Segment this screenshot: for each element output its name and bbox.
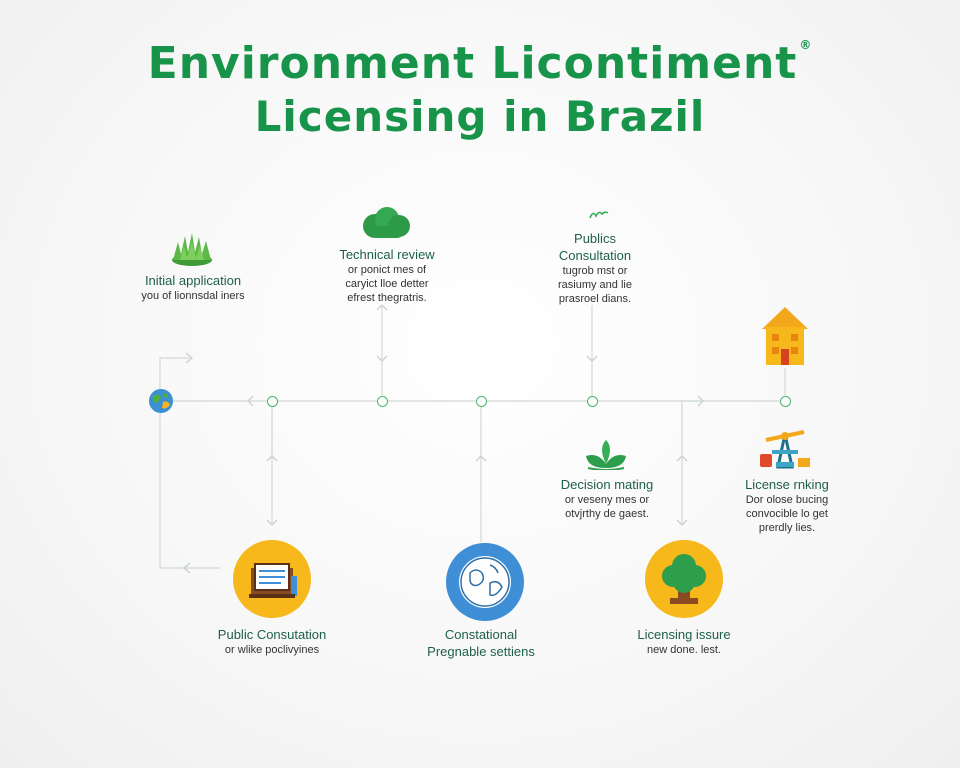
step-title: Public Consutation (217, 627, 327, 642)
title-line-2: Licensing in Brazil (254, 92, 706, 141)
arrow-up-2 (266, 455, 278, 462)
arrow-left-1 (182, 562, 191, 574)
timeline-node (377, 396, 388, 407)
step-technical-review: Technical review or ponict mes of caryic… (317, 246, 457, 305)
step-decision-making: Decision mating or veseny mes or otvjrth… (540, 476, 674, 521)
documents-icon (249, 563, 297, 598)
arrow-right-1 (185, 352, 194, 364)
step-description: efrest thegratris. (347, 292, 427, 304)
step-description: Dor olose bucing (745, 494, 829, 506)
arrow-up-4 (676, 455, 688, 462)
step-title: License rnking (745, 477, 829, 492)
step-constational: Constational Pregnable settiens (400, 626, 562, 660)
step-description: tugrob mst or (562, 265, 628, 277)
step-title: Decision mating (560, 477, 654, 492)
arrow-down-3 (266, 519, 278, 526)
step-description: or ponict mes of (347, 264, 427, 276)
earth-icon (149, 389, 173, 413)
start-branch-up (159, 357, 190, 401)
step-title: Technical review (339, 247, 435, 262)
house-icon (762, 307, 808, 365)
step-description: prerdly lies. (758, 522, 816, 534)
step-description: caryict lloe detter (345, 278, 429, 290)
timeline-node (780, 396, 791, 407)
title-text-1: Environment Licontiment (147, 38, 798, 89)
trademark-mark: ® (799, 38, 813, 52)
step-public-consutation: Public Consutation or wlike poclivyines (192, 626, 352, 657)
step-description: prasroel dians. (558, 293, 632, 305)
arrow-down-4 (676, 519, 688, 526)
arrow-down-1 (376, 355, 388, 362)
timeline-node (587, 396, 598, 407)
step-license-ranking: License rnking Dor olose bucing convocib… (730, 476, 844, 535)
leaf-sprig-icon (589, 211, 609, 219)
start-branch-down (159, 401, 220, 569)
arrow-up-3 (475, 455, 487, 462)
step-description: otvjrthy de gaest. (565, 508, 649, 520)
arrow-left-2 (247, 395, 254, 407)
oil-derrick-icon (760, 430, 810, 469)
licensing-issure-badge (645, 540, 723, 618)
step-publics-consultation: Publics Consultation tugrob mst or rasiu… (535, 230, 655, 306)
step-description: you of lionnsdal iners (141, 290, 245, 302)
arrow-right-2 (697, 395, 704, 407)
step-licensing-issure: Licensing issure new done. lest. (606, 626, 762, 657)
tree-icon (662, 554, 706, 604)
timeline-node (267, 396, 278, 407)
step-title: Licensing issure (637, 627, 731, 642)
step-description: new done. lest. (647, 644, 721, 656)
connector-licensing-issure (681, 400, 700, 525)
step-description: or veseny mes or (564, 494, 650, 506)
step-title: Pregnable settiens (427, 644, 535, 659)
arrow-up-1 (376, 304, 388, 311)
step-description: convocible lo get (746, 508, 828, 520)
arrow-down-2 (586, 355, 598, 362)
globe-icon (459, 556, 511, 608)
step-title: Publics (574, 231, 616, 246)
step-description: or wlike poclivyines (224, 644, 320, 656)
public-consutation-badge (233, 540, 311, 618)
plant-leaves-icon (586, 440, 626, 470)
cloud-bush-icon (363, 207, 410, 238)
step-title: Constational (444, 627, 518, 642)
constational-badge (446, 543, 524, 621)
step-title: Initial application (144, 273, 242, 288)
step-title: Consultation (558, 248, 632, 263)
step-description: rasiumy and lie (558, 279, 632, 291)
step-initial-application: Initial application you of lionnsdal ine… (118, 272, 268, 303)
grass-icon (172, 233, 212, 266)
timeline-node (476, 396, 487, 407)
title-line-1: Environment Licontiment® (0, 38, 960, 89)
